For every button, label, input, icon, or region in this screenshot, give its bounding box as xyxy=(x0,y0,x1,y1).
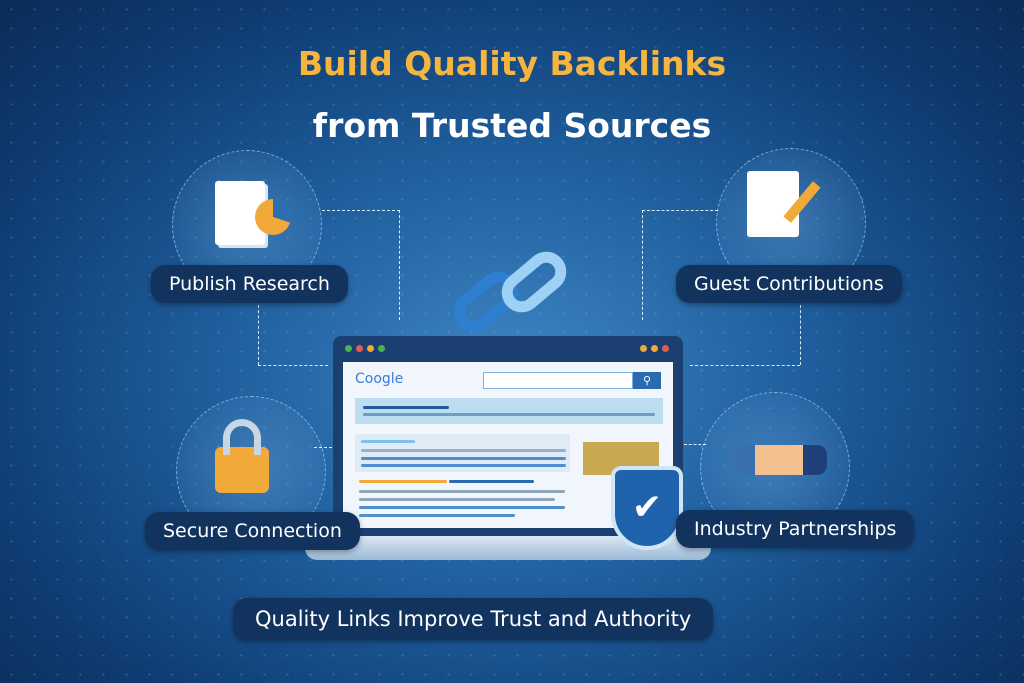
connector xyxy=(642,210,718,211)
footer-banner: Quality Links Improve Trust and Authorit… xyxy=(233,598,714,640)
connector xyxy=(314,447,332,448)
node-industry-partnerships: Industry Partnerships xyxy=(676,510,915,548)
search-icon[interactable]: ⚲ xyxy=(633,372,661,389)
title-line-1: Build Quality Backlinks xyxy=(297,44,727,83)
connector xyxy=(690,365,800,366)
window-dots-right xyxy=(662,345,669,352)
window-dots xyxy=(345,345,352,352)
node-secure-connection: Secure Connection xyxy=(145,512,360,550)
padlock-shackle xyxy=(223,419,261,455)
connector xyxy=(642,210,643,320)
shield-check-icon: ✔ xyxy=(611,466,683,550)
connector xyxy=(258,305,259,365)
node-guest-contributions: Guest Contributions xyxy=(676,265,902,303)
handshake-icon xyxy=(731,445,827,475)
connector xyxy=(322,210,400,211)
document-pencil-icon xyxy=(747,171,799,237)
search-input[interactable] xyxy=(483,372,633,389)
search-logo: Coogle xyxy=(355,371,404,387)
result-highlight xyxy=(355,398,663,424)
node-publish-research: Publish Research xyxy=(151,265,348,303)
connector xyxy=(800,305,801,365)
pie-chart-icon xyxy=(255,199,291,235)
title-line-2: from Trusted Sources xyxy=(312,106,712,145)
connector xyxy=(258,365,328,366)
connector xyxy=(684,444,706,445)
connector xyxy=(399,210,400,320)
